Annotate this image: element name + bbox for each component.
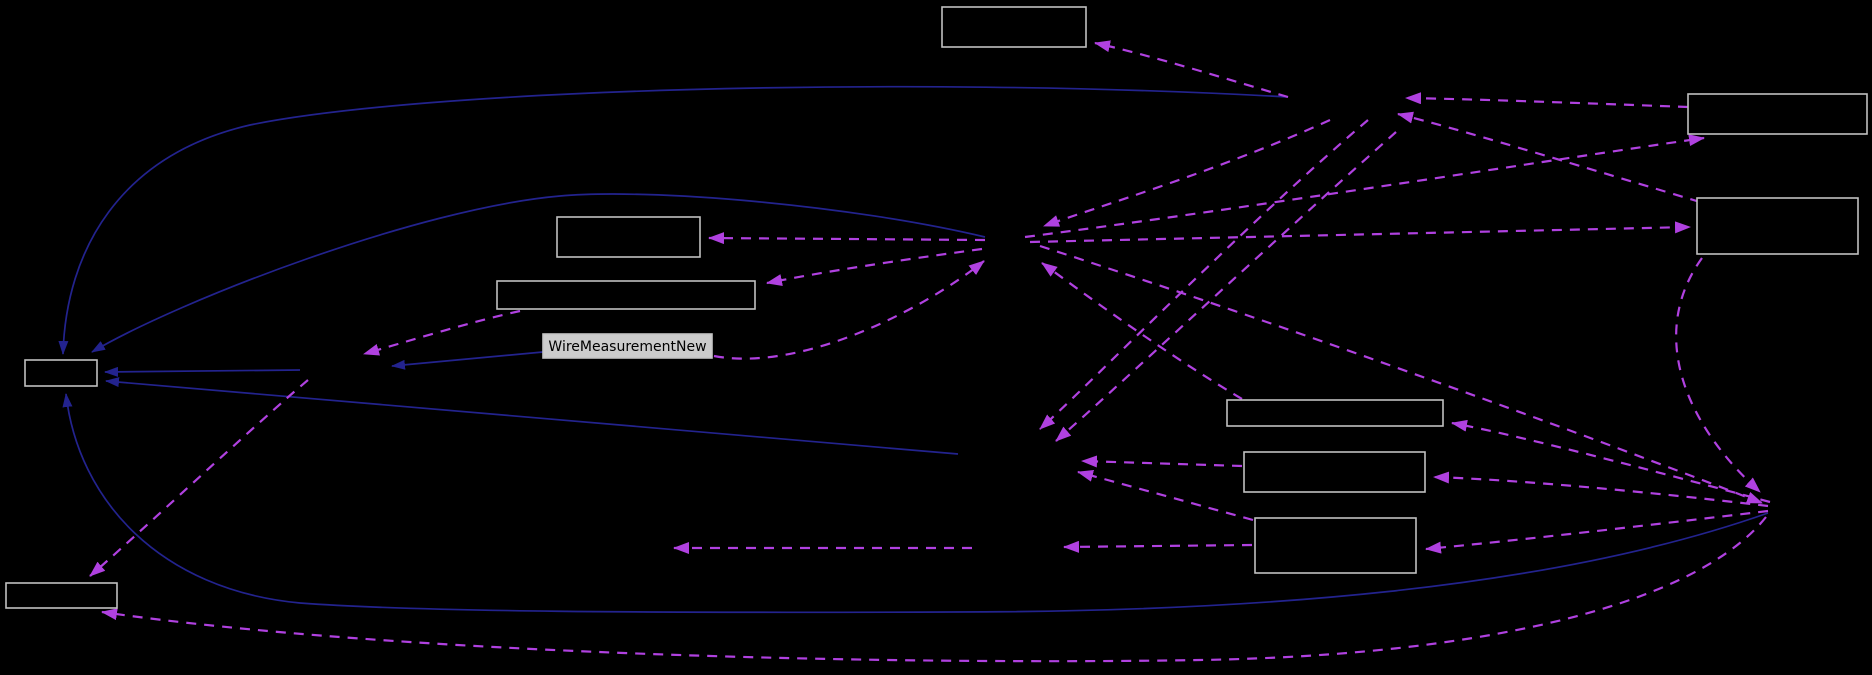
edge-use-righthub-rowbox1 xyxy=(1451,419,1771,504)
edge-use-node2-bottomleft xyxy=(89,379,309,577)
node-top-center-box[interactable] xyxy=(941,6,1087,48)
edge-use-righthub-bottomleft xyxy=(101,516,1767,663)
edge-use-label-midhub xyxy=(713,260,985,360)
edge-use-topright-tophub xyxy=(1405,92,1689,109)
edge-use-right-tophub xyxy=(1397,111,1701,204)
node-rect[interactable] xyxy=(1226,399,1444,427)
edge-inh-bothub-smallleft xyxy=(105,377,959,455)
edge-use-midhub-righthub xyxy=(1039,244,1763,505)
edge-inh-midhub-smallleft xyxy=(91,193,986,353)
edge-use-rowbox2-bothub xyxy=(1081,455,1243,468)
node-rect[interactable] xyxy=(1254,517,1417,574)
edge-use-tophub-midhub xyxy=(1043,118,1331,228)
central-node-rect xyxy=(542,333,713,359)
node-rect[interactable] xyxy=(24,359,98,387)
edge-use-tophub-bothub-a xyxy=(1039,119,1369,430)
node-top-right-box[interactable] xyxy=(1687,93,1868,135)
node-right-row-box-1[interactable] xyxy=(1226,399,1444,427)
node-rect[interactable] xyxy=(1687,93,1868,135)
edge-use-rowbox1-midhub xyxy=(1041,262,1243,400)
edge-use-rowbox3-nodek xyxy=(1063,540,1253,553)
node-rect[interactable] xyxy=(556,216,701,258)
node-right-box[interactable] xyxy=(1696,197,1859,255)
edge-use-midhub-right xyxy=(1029,221,1691,244)
edge-use-right-righthub xyxy=(1675,257,1761,493)
edge-use-wideleft-node2 xyxy=(363,309,521,356)
edge-use-midhub-topright xyxy=(1024,134,1705,239)
edge-inh-tophub-smallleft xyxy=(58,85,1289,355)
node-wide-left-box[interactable] xyxy=(496,280,756,310)
edge-use-tophub-topcenter xyxy=(1094,40,1289,99)
node-small-left-box[interactable] xyxy=(24,359,98,387)
node-right-row-box-2[interactable] xyxy=(1243,451,1426,493)
node-rect[interactable] xyxy=(5,582,118,609)
edge-inh-label-node2 xyxy=(391,351,544,370)
edge-inh-node2-smallleft xyxy=(104,366,301,377)
node-rect[interactable] xyxy=(941,6,1087,48)
node-mid-left-box[interactable] xyxy=(556,216,701,258)
node-rect[interactable] xyxy=(1243,451,1426,493)
node-rect[interactable] xyxy=(496,280,756,310)
edge-use-rowbox3-bothub xyxy=(1077,470,1254,522)
node-wiremeasurementnew-label: WireMeasurementNew xyxy=(542,333,713,359)
edge-use-righthub-rowbox3 xyxy=(1425,509,1769,554)
node-rect[interactable] xyxy=(1696,197,1859,255)
edge-inh-righthub-smallleft xyxy=(62,393,1769,614)
node-bottom-left-box[interactable] xyxy=(5,582,118,609)
central-node-label: WireMeasurementNew xyxy=(548,339,706,355)
node-right-row-box-3[interactable] xyxy=(1254,517,1417,574)
edge-use-tophub-bothub-b xyxy=(1055,131,1397,442)
